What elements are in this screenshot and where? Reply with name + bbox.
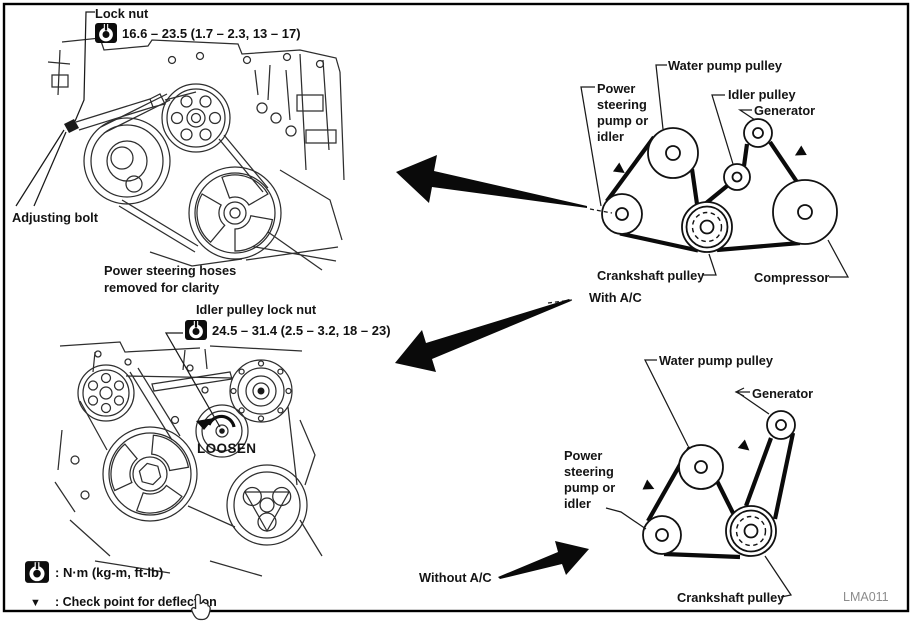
idler-pulley-label-ac: Idler pulley	[728, 87, 796, 102]
lock-nut-torque-row: 16.6 – 23.5 (1.7 – 2.3, 13 – 17)	[95, 23, 301, 43]
adjusting-bolt-label: Adjusting bolt	[12, 210, 99, 225]
torque-wrench-icon	[95, 23, 117, 43]
loosen-arrow-icon	[196, 414, 236, 430]
direction-arrows	[395, 155, 589, 579]
with-ac-caption: With A/C	[589, 290, 642, 305]
lock-nut-label: Lock nut	[95, 6, 149, 21]
crankshaft-label-noac: Crankshaft pulley	[677, 590, 785, 605]
legend-deflection-text: : Check point for deflection	[55, 595, 217, 609]
wp-pulley-label-noac: Water pump pulley	[659, 353, 773, 368]
callout-leader-lines-left	[15, 11, 221, 428]
ps-hoses-note-line2: removed for clarity	[104, 280, 220, 295]
engine-top-illustration	[47, 37, 345, 271]
deflection-triangle-icon: ▼	[30, 597, 41, 609]
generator-label-ac: Generator	[754, 103, 816, 118]
ps-hoses-note: Power steering hoses removed for clarity	[104, 262, 236, 296]
arrow-to-schematic-bottom	[498, 541, 589, 579]
crankshaft-label-ac: Crankshaft pulley	[597, 268, 705, 283]
compressor-label-ac: Compressor	[754, 270, 830, 285]
idler-lock-nut-torque-row: 24.5 – 31.4 (2.5 – 3.2, 18 – 23)	[185, 320, 391, 340]
lock-nut-part	[64, 119, 79, 133]
generator-label-noac: Generator	[752, 386, 814, 401]
arrow-to-engine-bottom	[395, 299, 571, 372]
torque-wrench-icon	[185, 320, 207, 340]
arrow-to-engine-top	[396, 155, 587, 208]
ps-pump-label-noac: Power steering pump or idler	[564, 448, 616, 511]
idler-lock-nut-label: Idler pulley lock nut	[196, 302, 317, 317]
idler-lock-nut-torque-value: 24.5 – 31.4 (2.5 – 3.2, 18 – 23)	[212, 322, 391, 338]
deflection-check-markers	[612, 145, 807, 174]
ps-hoses-note-line1: Power steering hoses	[104, 263, 237, 278]
schematic-without-ac	[605, 359, 796, 598]
hand-pointer-cursor-icon	[189, 592, 213, 627]
figure-code: LMA011	[843, 590, 889, 604]
schematic-with-ac	[547, 64, 850, 304]
deflection-check-markers	[642, 439, 750, 490]
ps-pump-label-ac: Power steering pump or idler	[597, 81, 649, 144]
without-ac-caption: Without A/C	[419, 570, 492, 585]
page-border	[2, 2, 910, 613]
torque-wrench-icon	[25, 561, 49, 583]
wp-pulley-label-ac: Water pump pulley	[668, 58, 782, 73]
engine-bottom-illustration	[54, 341, 323, 577]
legend-torque-units: : N·m (kg-m, ft-lb)	[55, 565, 164, 580]
lock-nut-torque-value: 16.6 – 23.5 (1.7 – 2.3, 13 – 17)	[122, 25, 301, 41]
loosen-label: LOOSEN	[197, 441, 257, 456]
